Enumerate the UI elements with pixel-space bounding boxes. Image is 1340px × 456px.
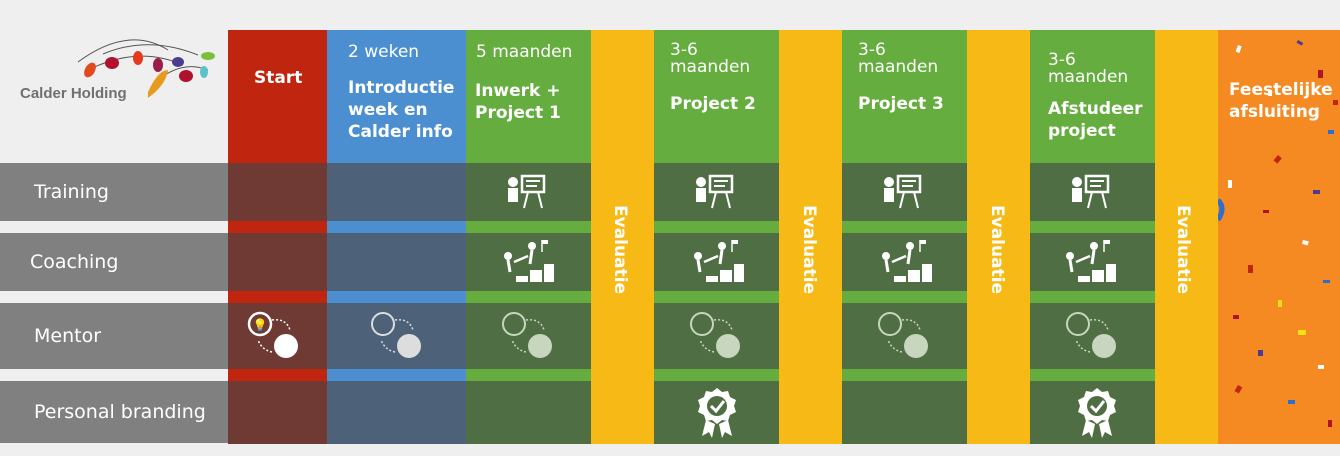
afstudeer-duration: 3-6 maanden [1048, 52, 1128, 86]
column-inwerk: 5 maanden Inwerk + Project 1 [466, 30, 591, 444]
evaluation-label-3: Evaluatie [987, 205, 1007, 295]
climbing-steps-icon [504, 240, 554, 282]
intro-duration: 2 weken [348, 42, 420, 62]
inwerk-title-line2: Project 1 [475, 103, 561, 123]
project2-duration: 3-6 maanden [670, 42, 750, 76]
project3-duration-line2: maanden [858, 57, 939, 77]
project2-mentor-cell [654, 303, 779, 369]
afstudeer-title-line2: project [1048, 121, 1116, 141]
evaluation-label-4: Evaluatie [1173, 205, 1193, 295]
row-label-training: Training [0, 163, 228, 221]
inwerk-title: Inwerk + Project 1 [475, 80, 561, 124]
column-intro: 2 weken Introductie week en Calder info [327, 30, 466, 444]
climbing-steps-icon [694, 240, 744, 282]
presentation-icon [508, 174, 546, 209]
start-mentor-cell [228, 303, 327, 369]
project2-duration-line1: 3-6 [670, 40, 698, 60]
intro-title-line2: week en [348, 100, 428, 120]
column-start: Start 💡 [228, 30, 327, 444]
final-title-line2: afsluiting [1229, 102, 1320, 122]
start-branding-cell [228, 381, 327, 444]
project2-duration-line2: maanden [670, 57, 751, 77]
project3-title: Project 3 [858, 94, 944, 114]
evaluation-column-2: Evaluatie [779, 30, 842, 444]
column-project2: 3-6 maanden Project 2 [654, 30, 779, 444]
start-title: Start [254, 68, 303, 88]
mentor-heads-icon [502, 312, 552, 358]
project3-branding-cell [842, 381, 967, 444]
mentor-heads-icon [690, 312, 740, 358]
inwerk-duration: 5 maanden [476, 42, 573, 62]
start-coaching-cell [228, 233, 327, 291]
confetti-decoration [1218, 40, 1338, 427]
svg-text:💡: 💡 [253, 318, 268, 332]
mentor-heads-icon [878, 312, 928, 358]
presentation-icon [696, 174, 734, 209]
intro-mentor-cell [327, 303, 466, 369]
row-label-mentor: Mentor [0, 303, 228, 369]
inwerk-mentor-cell [466, 303, 591, 369]
evaluation-label-1: Evaluatie [610, 205, 630, 295]
afstudeer-duration-line2: maanden [1048, 67, 1129, 87]
start-training-cell [228, 163, 327, 221]
inwerk-title-line1: Inwerk + [475, 81, 561, 101]
logo-text: Calder Holding [20, 85, 127, 102]
inwerk-coaching-cell [466, 233, 591, 291]
final-title-line1: Feestelijke [1229, 80, 1333, 100]
row-label-personal-branding: Personal branding [0, 381, 228, 443]
afstudeer-title: Afstudeer project [1048, 98, 1143, 142]
presentation-icon [884, 174, 922, 209]
inwerk-branding-cell [466, 381, 591, 444]
afstudeer-mentor-cell [1030, 303, 1155, 369]
column-project3: 3-6 maanden Project 3 [842, 30, 967, 444]
afstudeer-duration-line1: 3-6 [1048, 50, 1076, 70]
intro-training-cell [327, 163, 466, 221]
intro-title: Introductie week en Calder info [348, 77, 454, 143]
evaluation-column-3: Evaluatie [967, 30, 1030, 444]
mentor-heads-icon: 💡 [247, 311, 298, 358]
climbing-steps-icon [1066, 240, 1116, 282]
project3-mentor-cell [842, 303, 967, 369]
project3-duration-line1: 3-6 [858, 40, 886, 60]
evaluation-column-1: Evaluatie [591, 30, 654, 444]
certificate-badge-icon [1078, 388, 1116, 438]
evaluation-label-2: Evaluatie [799, 205, 819, 295]
mentor-heads-icon [371, 312, 421, 358]
afstudeer-title-line1: Afstudeer [1048, 99, 1143, 119]
intro-coaching-cell [327, 233, 466, 291]
intro-title-line1: Introductie [348, 78, 455, 98]
calder-logo: Calder Holding [8, 30, 220, 110]
project3-duration: 3-6 maanden [858, 42, 938, 76]
climbing-steps-icon [882, 240, 932, 282]
intro-branding-cell [327, 381, 466, 444]
final-title: Feestelijke afsluiting [1229, 79, 1333, 123]
mobile-logo-icon [77, 39, 215, 98]
intro-title-line3: Calder info [348, 122, 453, 142]
row-label-coaching: Coaching [0, 233, 228, 291]
project2-title: Project 2 [670, 94, 756, 114]
mentor-heads-icon [1066, 312, 1116, 358]
column-final: Feestelijke afsluiting [1218, 30, 1340, 444]
certificate-badge-icon [698, 388, 736, 438]
presentation-icon [1072, 174, 1110, 209]
column-afstudeer: 3-6 maanden Afstudeer project [1030, 30, 1155, 444]
evaluation-column-4: Evaluatie [1155, 30, 1218, 444]
